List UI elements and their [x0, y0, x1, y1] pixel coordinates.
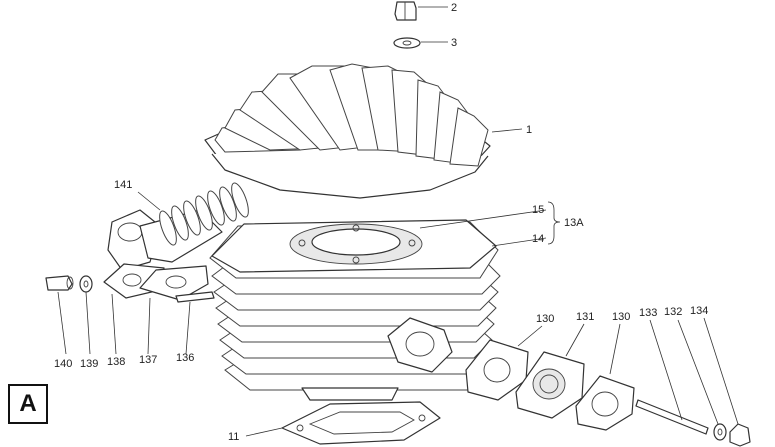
label-1: 1 — [526, 124, 532, 136]
label-11: 11 — [228, 431, 239, 443]
part-139-washer — [79, 275, 93, 355]
part-137-spacer — [139, 265, 209, 355]
label-134: 134 — [690, 305, 708, 317]
label-141: 141 — [114, 179, 132, 191]
part-1-cylinder-head — [204, 63, 523, 199]
part-3-washer — [393, 37, 448, 49]
label-132: 132 — [664, 306, 682, 318]
label-137: 137 — [139, 354, 157, 366]
label-13a: 13A — [564, 217, 584, 229]
label-3: 3 — [451, 37, 457, 49]
cylinder-barrel — [209, 201, 561, 401]
label-136: 136 — [176, 352, 194, 364]
part-136-stud — [175, 291, 215, 355]
label-133: 133 — [639, 307, 657, 319]
part-141-intake-manifold — [107, 182, 249, 271]
part-11-base-gasket — [245, 401, 441, 445]
part-134-nut — [703, 317, 751, 447]
section-letter: A — [19, 390, 37, 417]
label-130-right: 130 — [612, 311, 630, 323]
label-14: 14 — [532, 233, 544, 245]
part-132-washer — [677, 319, 727, 441]
label-140: 140 — [54, 358, 72, 370]
part-2-nut — [394, 1, 448, 21]
label-15: 15 — [532, 204, 544, 216]
part-133-stud — [635, 319, 709, 435]
section-letter-box: A — [8, 384, 48, 424]
label-130-left: 130 — [536, 313, 554, 325]
label-139: 139 — [80, 358, 98, 370]
part-130-gasket-right — [575, 323, 635, 431]
label-2: 2 — [451, 2, 457, 14]
label-138: 138 — [107, 356, 125, 368]
label-131: 131 — [576, 311, 594, 323]
part-140-nut — [45, 275, 74, 355]
